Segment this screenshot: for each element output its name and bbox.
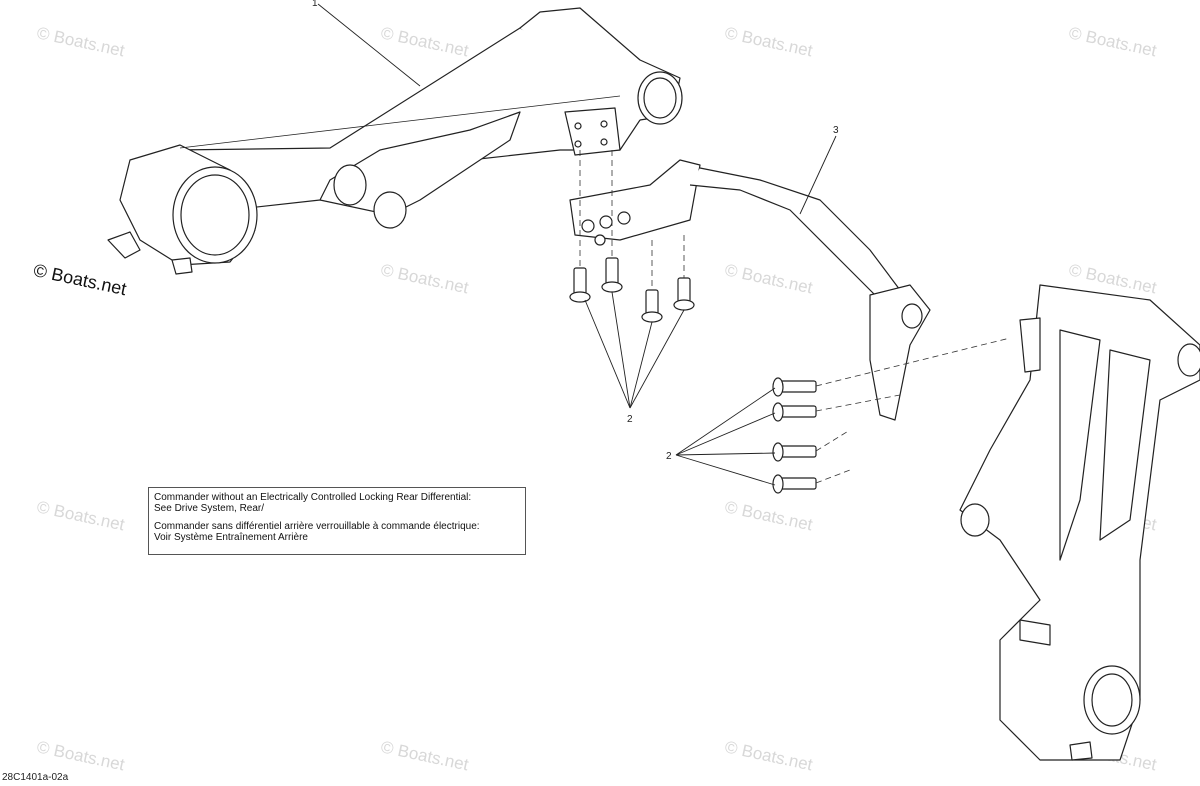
drawing-code: 28C1401a-02a (2, 772, 69, 783)
watermark: © Boats.net (379, 23, 470, 60)
callout-part-1: 1 (312, 0, 318, 9)
alignment-lines (579, 150, 1011, 484)
bolt (569, 267, 591, 303)
leader-lines (317, 3, 837, 486)
watermark: © Boats.net (723, 737, 814, 774)
bolt (601, 257, 623, 293)
watermark: © Boats.net (35, 23, 126, 60)
bolt-set-lower (772, 377, 817, 494)
callout-part-3: 3 (833, 125, 839, 136)
bolt (772, 402, 817, 422)
note-line: Commander without an Electrically Contro… (154, 492, 472, 503)
watermark: © Boats.net (35, 737, 126, 774)
watermark: © Boats.net (723, 260, 814, 297)
stabilizer-link (569, 159, 931, 421)
callout-part-2: 2 (627, 414, 633, 425)
bolt (641, 289, 663, 323)
note-line: Commander sans différentiel arrière verr… (154, 521, 480, 532)
bolt (772, 377, 817, 397)
note-line: Voir Système Entraînement Arrière (154, 532, 308, 543)
watermark: © Boats.net (723, 497, 814, 534)
bolt-set-upper (569, 257, 695, 323)
callout-part-2: 2 (666, 451, 672, 462)
trailing-arm-left (107, 7, 683, 275)
watermark: © Boats.net (379, 260, 470, 297)
reference-note: Commander without an Electrically Contro… (148, 487, 526, 555)
watermark: © Boats.net (723, 23, 814, 60)
watermark: © Boats.net (379, 737, 470, 774)
trailing-arm-right (959, 284, 1200, 761)
bolt (772, 474, 817, 494)
watermark: © Boats.net (35, 497, 126, 534)
bolt (772, 442, 817, 462)
note-line: See Drive System, Rear/ (154, 503, 265, 514)
watermark: © Boats.net (1067, 23, 1158, 60)
bolt (673, 277, 695, 311)
